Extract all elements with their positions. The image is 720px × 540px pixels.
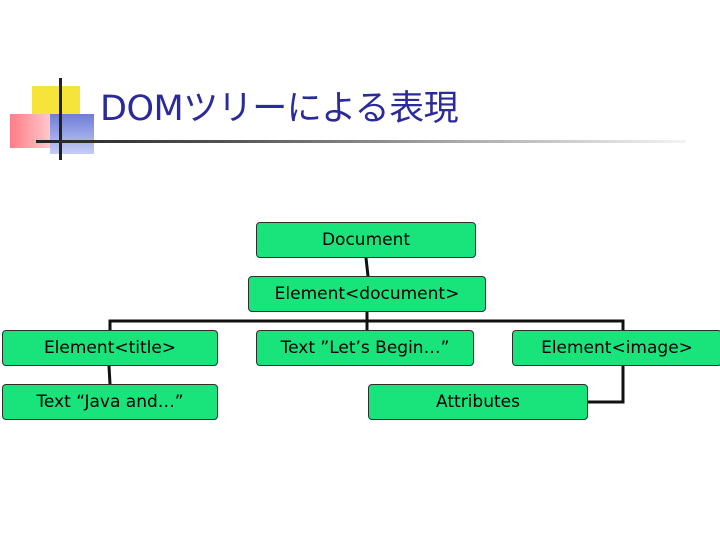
slide-title: DOMツリーによる表現 <box>100 89 459 129</box>
node-element-document: Element<document> <box>248 276 486 312</box>
node-document: Document <box>256 222 476 258</box>
decor-vertical-line <box>59 78 62 160</box>
decor-blue-square <box>50 114 94 154</box>
node-text-lets-begin: Text ”Let’s Begin…” <box>256 330 474 366</box>
connector-image-attributes <box>586 364 625 404</box>
title-underline <box>36 140 686 143</box>
node-element-image: Element<image> <box>512 330 720 366</box>
node-text-java-and: Text “Java and…” <box>2 384 218 420</box>
connector-document-root <box>364 256 370 278</box>
node-element-title: Element<title> <box>2 330 218 366</box>
connector-title-text <box>107 364 112 386</box>
node-attributes: Attributes <box>368 384 588 420</box>
